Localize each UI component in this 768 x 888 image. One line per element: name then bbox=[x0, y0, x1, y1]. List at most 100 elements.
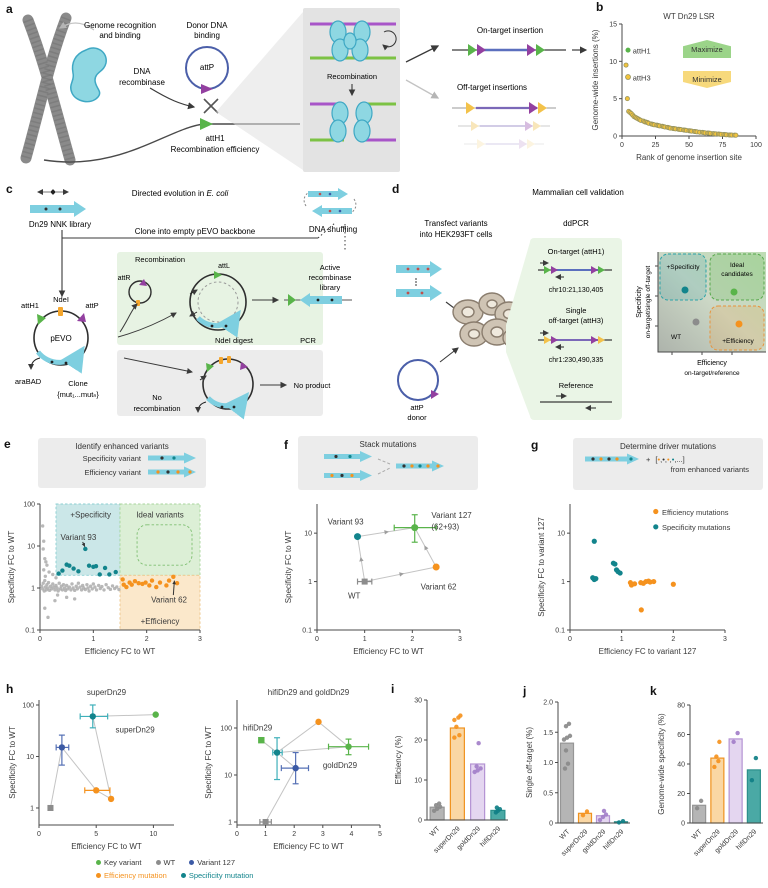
span-el: • bbox=[671, 454, 675, 464]
data-point bbox=[717, 739, 722, 745]
legend-dot-icon bbox=[155, 860, 161, 865]
legend-label: Variant 127 bbox=[197, 858, 236, 867]
circle-el bbox=[330, 473, 334, 478]
data-point bbox=[43, 556, 47, 561]
data-point bbox=[76, 569, 81, 574]
path-el bbox=[81, 542, 86, 547]
text-el: hifiDn29 bbox=[479, 825, 502, 848]
data-point bbox=[273, 749, 281, 756]
polygon-el bbox=[324, 451, 372, 462]
dna-recombinase-label: DNA bbox=[134, 67, 152, 76]
text-el: 100 bbox=[23, 502, 35, 509]
data-point bbox=[88, 584, 93, 588]
text-el: 10 bbox=[26, 754, 34, 761]
circle-el bbox=[735, 320, 743, 328]
no-recomb-plasmid-icon bbox=[195, 356, 254, 420]
data-point bbox=[731, 739, 736, 745]
panel-letter-a: a bbox=[6, 2, 13, 16]
text-el: attP bbox=[200, 63, 214, 72]
text-el: attH1 bbox=[633, 46, 651, 55]
path-el bbox=[350, 198, 357, 214]
data-point bbox=[86, 563, 92, 568]
path-el bbox=[20, 12, 72, 164]
chromosome-icon bbox=[20, 12, 76, 166]
circle-el bbox=[591, 457, 595, 461]
genome-recognition-label: Genome recognition bbox=[84, 21, 156, 30]
attr-label: attR bbox=[118, 275, 131, 282]
directed-evolution-title: Directed evolution in E. coli bbox=[132, 189, 229, 198]
polygon-el bbox=[30, 201, 86, 217]
data-point bbox=[43, 578, 47, 583]
legend-label: Key variant bbox=[104, 858, 142, 867]
text-el: 0 bbox=[37, 831, 41, 838]
text-el: candidates bbox=[721, 271, 753, 278]
path-el bbox=[28, 357, 41, 370]
text-el: recombinase bbox=[119, 78, 165, 87]
text-el: 10 bbox=[304, 531, 312, 538]
text-el: 3 bbox=[723, 636, 727, 643]
data-point bbox=[78, 585, 82, 589]
data-point bbox=[651, 578, 657, 585]
polygon-el bbox=[324, 470, 372, 481]
polygon-el bbox=[148, 466, 196, 478]
text-el: WT bbox=[429, 825, 442, 838]
text-el: superDn29 bbox=[116, 725, 156, 734]
circle-el bbox=[418, 464, 422, 468]
data-point bbox=[597, 817, 603, 823]
quad-specificity-label: +Specificity bbox=[666, 264, 700, 271]
data-point bbox=[152, 711, 159, 718]
circle-el bbox=[316, 298, 320, 302]
data-point bbox=[617, 570, 623, 576]
polygon-el bbox=[139, 279, 147, 286]
path-el bbox=[377, 458, 391, 465]
text-el: 0 bbox=[549, 821, 553, 828]
data-point bbox=[47, 570, 51, 574]
chart-svg-i: WTsuperDn29goldDn29hifiDn290102030Effici… bbox=[394, 698, 508, 855]
panel-letter-j: j bbox=[523, 684, 527, 698]
recombinase-protein-icon bbox=[70, 47, 107, 103]
data-point bbox=[601, 808, 607, 814]
path-el bbox=[303, 191, 310, 207]
data-point bbox=[563, 724, 569, 729]
data-point bbox=[457, 733, 462, 738]
text-el: Efficiency (%) bbox=[394, 735, 403, 784]
line-el bbox=[318, 721, 349, 748]
off-target-construct-3 bbox=[464, 139, 544, 149]
text-el: Efficiency mutations bbox=[662, 508, 729, 517]
maximize-label: Maximize bbox=[691, 44, 723, 54]
data-point bbox=[129, 582, 134, 587]
data-point bbox=[411, 524, 419, 532]
data-point bbox=[436, 801, 442, 806]
text-el: WT bbox=[348, 592, 361, 601]
data-point bbox=[97, 572, 102, 577]
data-point bbox=[452, 735, 457, 740]
data-point bbox=[41, 581, 45, 585]
text-el: Variant 93 bbox=[328, 517, 364, 526]
text-el: hifiDn29 bbox=[735, 828, 758, 851]
binding-arrow bbox=[58, 21, 95, 31]
text-el: 3 bbox=[198, 636, 202, 643]
data-point bbox=[86, 586, 90, 590]
data-point bbox=[164, 583, 169, 588]
minimize-label: Minimize bbox=[692, 75, 722, 84]
circle-el bbox=[340, 473, 344, 478]
data-point bbox=[74, 584, 78, 588]
quadrant-plot: +Specificity Ideal candidates WT +Effici… bbox=[636, 252, 766, 377]
text-el: Efficiency FC to WT bbox=[273, 842, 344, 851]
ellipse-el bbox=[461, 306, 475, 318]
quad-ylabel: Specificity bbox=[636, 286, 643, 318]
to-on-target-arrow bbox=[405, 45, 440, 63]
path-el bbox=[359, 556, 364, 562]
polygon-el bbox=[214, 271, 222, 279]
identify-variants-box: Identify enhanced variants Specificity v… bbox=[38, 438, 206, 488]
text-el: 0.1 bbox=[555, 628, 565, 635]
data-point bbox=[91, 582, 96, 586]
line-el bbox=[276, 746, 349, 754]
data-point bbox=[48, 584, 53, 588]
polygon-el bbox=[591, 336, 598, 344]
text-el: 100 bbox=[22, 702, 34, 709]
data-point bbox=[154, 584, 159, 590]
data-point bbox=[567, 733, 573, 739]
